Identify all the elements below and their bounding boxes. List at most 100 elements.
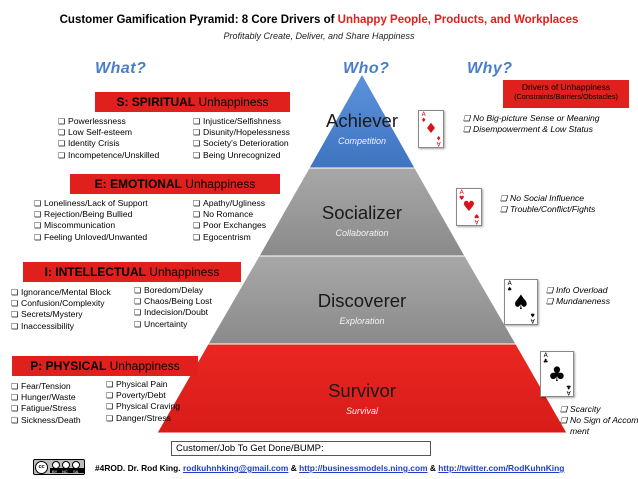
list-item: Uncertainty	[134, 319, 212, 330]
card-suit: ♠	[529, 311, 535, 318]
list-item: Fear/Tension	[11, 381, 81, 392]
card-suit: ♣	[565, 383, 571, 390]
level-discoverer: Discoverer Exploration	[292, 290, 432, 326]
footer-separator: &	[429, 463, 436, 473]
list-item: Being Unrecognized	[193, 150, 290, 161]
card-suit: ♣	[543, 358, 549, 365]
why-list-achiever: No Big-picture Sense or Meaning Disempow…	[463, 113, 600, 135]
list-item: Boredom/Delay	[134, 285, 212, 296]
list-item: Scarcity	[560, 404, 638, 415]
title-highlight: 8 Core Drivers of	[241, 14, 335, 26]
category-emotional: E: EMOTIONAL Unhappiness	[70, 174, 280, 194]
license-sa: SA	[73, 469, 79, 474]
card-rank: A	[459, 189, 464, 196]
intellectual-list-1: Ignorance/Mental Block Confusion/Complex…	[11, 287, 111, 332]
footer-separator: &	[290, 463, 297, 473]
cc-icon: cc	[35, 461, 48, 474]
card-suit: ♠	[507, 286, 513, 293]
card-suit: ♥	[473, 212, 479, 219]
list-item: No Sign of Accomplish-	[560, 415, 638, 426]
what-header: What?	[95, 60, 147, 77]
list-item: Hunger/Waste	[11, 392, 81, 403]
category-physical: P: PHYSICAL Unhappiness	[12, 356, 198, 376]
license-by: BY	[52, 469, 58, 474]
level-name: Discoverer	[317, 290, 407, 311]
category-rest: Unhappiness	[149, 265, 220, 279]
category-rest: Unhappiness	[185, 177, 256, 191]
card-suit: ♥	[459, 195, 465, 202]
level-achiever: Achiever Competition	[292, 110, 432, 146]
twitter-link[interactable]: http://twitter.com/RodKuhnKing	[438, 463, 565, 473]
level-name: Survivor	[328, 380, 396, 401]
card-rank: A	[566, 389, 571, 396]
category-rest: Unhappiness	[198, 95, 269, 109]
level-socializer: Socializer Collaboration	[292, 202, 432, 238]
ace-of-clubs-card: A♣ ♣ A♣	[540, 351, 574, 397]
why-list-socializer: No Social Influence Trouble/Conflict/Fig…	[500, 193, 595, 215]
emotional-list-2: Apathy/Ugliness No Romance Poor Exchange…	[193, 198, 266, 243]
list-item: No Romance	[193, 209, 266, 220]
list-item: Feeling Unloved/Unwanted	[34, 232, 148, 243]
card-rank: A	[421, 111, 426, 118]
creative-commons-badge[interactable]: cc BY NC SA	[33, 459, 85, 475]
spade-icon: ♠	[512, 290, 530, 314]
license-band	[50, 468, 84, 473]
website-link[interactable]: http://businessmodels.ning.com	[299, 463, 428, 473]
list-item: Sickness/Death	[11, 415, 81, 426]
level-subtitle: Competition	[337, 136, 387, 146]
list-item: Poor Exchanges	[193, 220, 266, 231]
card-rank: A	[507, 280, 512, 287]
list-item: Injustice/Selfishness	[193, 116, 290, 127]
spiritual-list-1: Powerlessness Low Self-esteem Identity C…	[58, 116, 159, 161]
level-subtitle: Collaboration	[335, 228, 389, 238]
title-prefix: Customer Gamification Pyramid:	[59, 14, 239, 26]
ace-of-spades-card: A♠ ♠ A♠	[504, 279, 538, 325]
diamond-icon: ♦	[424, 121, 438, 137]
list-item: Physical Pain	[106, 379, 180, 390]
drivers-box: Drivers of Unhappiness (Constraints/Barr…	[503, 80, 629, 108]
category-rest: Unhappiness	[109, 359, 180, 373]
list-item: Indecision/Doubt	[134, 307, 212, 318]
list-item: Mundaneness	[546, 296, 610, 307]
emotional-list-1: Loneliness/Lack of Support Rejection/Bei…	[34, 198, 148, 243]
physical-list-2: Physical Pain Poverty/Debt Physical Crav…	[106, 379, 180, 424]
why-header: Why?	[467, 60, 513, 77]
heart-icon: ♥	[462, 199, 476, 215]
page-subtitle: Profitably Create, Deliver, and Share Ha…	[223, 31, 415, 41]
card-suit: ♦	[435, 134, 441, 141]
card-rank: A	[474, 218, 479, 225]
list-item: Egocentrism	[193, 232, 266, 243]
category-letter: S: SPIRITUAL	[116, 95, 196, 109]
card-suit: ♦	[421, 117, 427, 124]
page-title: Customer Gamification Pyramid: 8 Core Dr…	[0, 14, 638, 26]
intellectual-list-2: Boredom/Delay Chaos/Being Lost Indecisio…	[134, 285, 212, 330]
list-item: Inaccessibility	[11, 321, 111, 332]
list-item: Poverty/Debt	[106, 390, 180, 401]
physical-list-1: Fear/Tension Hunger/Waste Fatigue/Stress…	[11, 381, 81, 426]
category-intellectual: I: INTELLECTUAL Unhappiness	[23, 262, 241, 282]
list-item: Disempowerment & Low Status	[463, 124, 600, 135]
list-item: Chaos/Being Lost	[134, 296, 212, 307]
level-subtitle: Survival	[345, 406, 378, 416]
ace-of-hearts-card: A♥ ♥ A♥	[456, 188, 482, 226]
level-name: Achiever	[326, 110, 398, 131]
list-item: Fatigue/Stress	[11, 403, 81, 414]
level-name: Socializer	[321, 202, 403, 223]
list-item: Identity Crisis	[58, 138, 159, 149]
level-subtitle: Exploration	[339, 316, 385, 326]
list-item: No Social Influence	[500, 193, 595, 204]
why-list-discoverer: Info Overload Mundaneness	[546, 285, 610, 307]
list-item: Info Overload	[546, 285, 610, 296]
list-item-continuation: ment	[570, 426, 590, 437]
email-link[interactable]: rodkuhnhking@gmail.com	[182, 463, 289, 473]
category-letter: E: EMOTIONAL	[94, 177, 182, 191]
drivers-title: Drivers of Unhappiness	[521, 82, 611, 92]
list-item: Physical Craving	[106, 401, 180, 412]
list-item: Danger/Stress	[106, 413, 180, 424]
level-survivor: Survivor Survival	[292, 380, 432, 416]
list-item: Low Self-esteem	[58, 127, 159, 138]
card-rank: A	[543, 352, 548, 359]
list-item: Society's Deterioration	[193, 138, 290, 149]
category-spiritual: S: SPIRITUAL Unhappiness	[95, 92, 290, 112]
